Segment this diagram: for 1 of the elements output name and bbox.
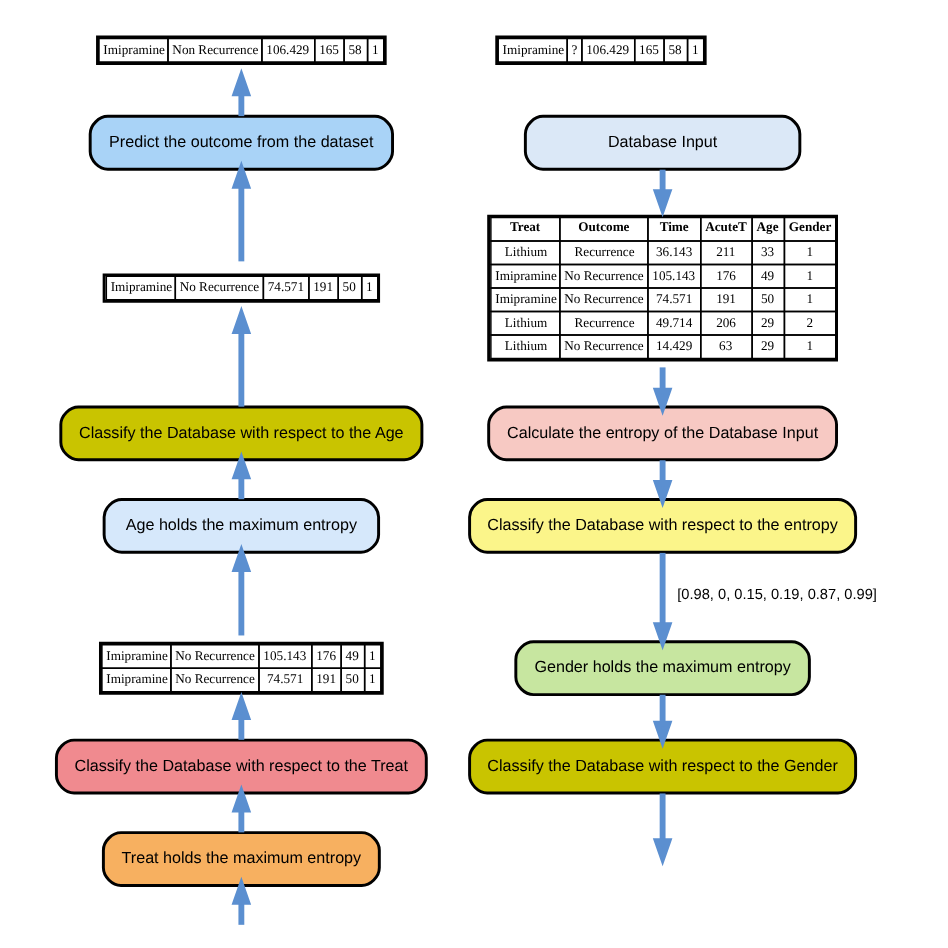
edge-label: [0.98, 0, 0.15, 0.19, 0.87, 0.99] [677, 583, 877, 602]
